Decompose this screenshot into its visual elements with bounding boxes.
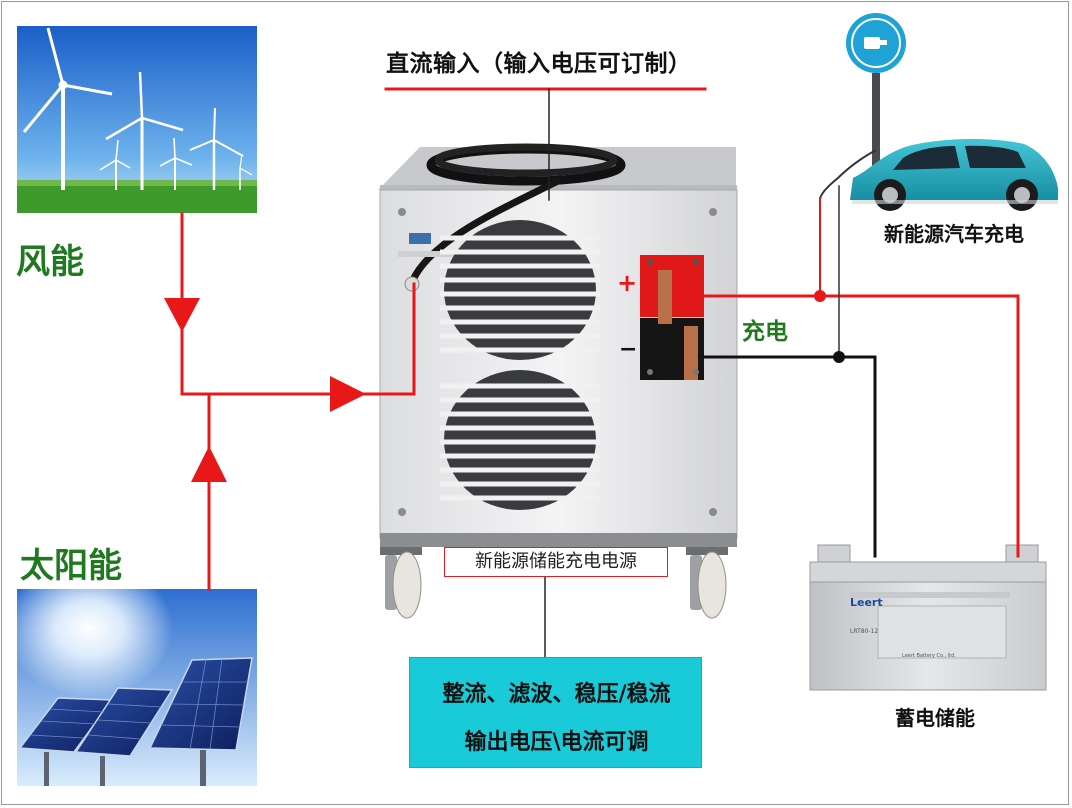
negative-terminal-sign: − (619, 337, 637, 362)
dc-input-title: 直流输入（输入电压可订制） (386, 51, 692, 77)
wind-label: 风能 (16, 242, 84, 282)
storage-label: 蓄电储能 (895, 706, 975, 730)
positive-junction-dot (814, 290, 826, 302)
solar-panel-image (17, 589, 257, 786)
wind-farm-image (17, 26, 257, 213)
negative-junction-dot (833, 351, 845, 363)
charging-station-icon (819, 13, 906, 201)
solar-label: 太阳能 (20, 546, 122, 586)
positive-terminal-sign: + (617, 269, 637, 297)
battery-icon: Leert LRT80-12 Leert Battery Co., ltd. (809, 544, 1047, 691)
device-name-box: 新能源储能充电电源 (444, 547, 668, 577)
solar-panel-icon (18, 657, 253, 786)
power-supply-cabinet (378, 143, 738, 619)
ev-charging-label: 新能源汽车充电 (884, 222, 1024, 246)
function-line-2: 输出电压\电流可调 (464, 730, 649, 755)
battery-brand: Leert (850, 596, 883, 609)
function-line-1: 整流、滤波、稳压/稳流 (442, 682, 671, 707)
function-box: 整流、滤波、稳压/稳流 输出电压\电流可调 (409, 657, 702, 768)
electric-car-icon (850, 138, 1058, 211)
charging-label: 充电 (742, 319, 788, 345)
flow-arrow-icon (164, 298, 366, 482)
battery-model: LRT80-12 (850, 628, 878, 635)
battery-maker: Leert Battery Co., ltd. (902, 653, 956, 659)
wind-turbine-icon (22, 27, 113, 190)
